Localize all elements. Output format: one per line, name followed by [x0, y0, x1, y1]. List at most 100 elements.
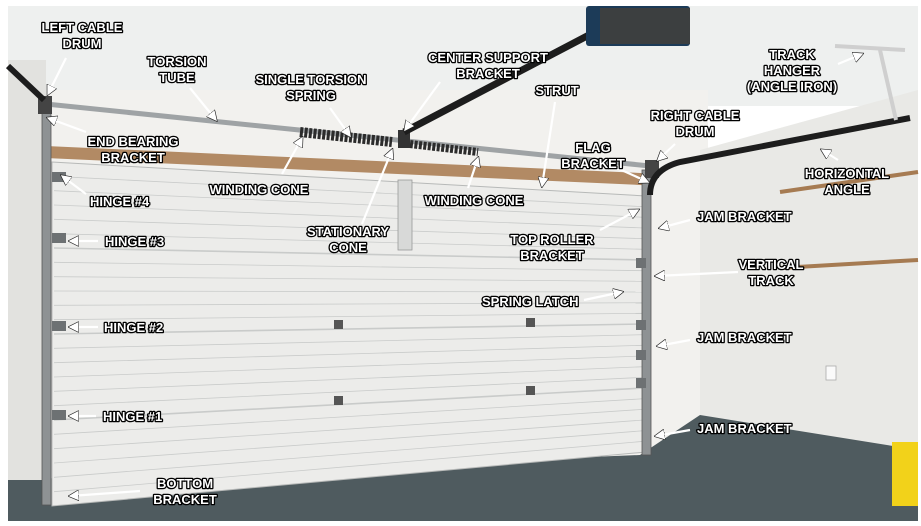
torsion-spring-right [409, 140, 479, 156]
door-panel-line [53, 440, 645, 493]
door-panel-line [53, 190, 645, 218]
arrow-flag-bracket [616, 166, 648, 182]
right-hinge-2 [636, 320, 646, 330]
door-panel-line [53, 204, 645, 229]
door-panel-line [53, 387, 645, 421]
door-panel-line [53, 247, 645, 261]
door-panel-line [53, 261, 645, 272]
door-panel-line [53, 334, 645, 349]
door-panel-line [53, 218, 645, 240]
right-vertical-track [641, 169, 652, 456]
hinges [52, 172, 646, 420]
center-stile [397, 179, 413, 251]
ceiling [8, 6, 918, 106]
label-jam-bracket-bottom: JAM BRACKET [697, 421, 792, 436]
arrow-torsion-tube [189, 87, 216, 120]
arrow-top-roller-bracket [599, 210, 638, 231]
left-vertical-track [41, 99, 52, 506]
door-panel-lines [53, 175, 645, 493]
right-side-wall [700, 90, 918, 460]
arrow-vertical-track [656, 272, 739, 276]
door-panel-line [53, 312, 645, 321]
right-hinge-3 [636, 350, 646, 360]
arrow-track-hanger [837, 54, 862, 66]
arrow-left-cable-drum [48, 57, 67, 94]
label-jam-bracket-top: JAM BRACKET [697, 209, 792, 224]
door-panel-line [53, 366, 645, 392]
door-panel-line [53, 290, 645, 293]
track-hanger-leg [878, 49, 898, 121]
door-panel-line [53, 419, 645, 464]
left-horizontal-rail [5, 63, 47, 103]
wall-outlet [825, 365, 837, 381]
door-panel-line [53, 276, 645, 282]
right-curved-track [647, 115, 911, 196]
label-jam-bracket-mid: JAM BRACKET [697, 330, 792, 345]
label-winding-cone-left: WINDING CONE [210, 182, 309, 197]
garage-door [51, 161, 647, 507]
track-hanger-shape [834, 44, 906, 52]
label-hinge-2: HINGE #2 [104, 320, 163, 335]
center-support-bracket-shape [398, 130, 410, 148]
door-panel-line [53, 398, 645, 435]
door-panel-line [53, 344, 645, 364]
label-hinge-1: HINGE #1 [103, 409, 162, 424]
arrow-stationary-cone [360, 150, 392, 225]
handle-lower-left [334, 396, 343, 405]
arrow-bottom-bracket [70, 491, 141, 496]
left-wall-strip [8, 60, 46, 480]
arrow-horizontal-angle [822, 150, 839, 161]
door-panel-line [53, 408, 645, 450]
door-panel-line [53, 355, 645, 378]
header-wood-board [45, 146, 646, 186]
shelf-upper [779, 170, 919, 194]
arrow-spring-latch [583, 292, 622, 302]
hinge-4-mark [52, 172, 66, 182]
arrow-jam-bracket-bottom [656, 428, 691, 436]
arrow-jam-bracket-top [660, 218, 691, 228]
arrow-jam-bracket-mid [658, 338, 691, 346]
arrow-single-torsion-spring [329, 107, 350, 136]
door-panel-line [53, 376, 645, 407]
hinge-2-mark [52, 321, 66, 331]
yellow-bucket-icon [892, 442, 918, 506]
door-panel-line [53, 175, 645, 208]
annotation-arrows [48, 54, 862, 496]
arrow-end-bearing-bracket [48, 118, 87, 134]
arrow-hinge-4 [62, 176, 87, 195]
arrow-right-cable-drum [658, 143, 676, 160]
label-hinge-4: HINGE #4 [90, 194, 150, 209]
hinge-3-mark [52, 233, 66, 243]
arrow-center-support-bracket [405, 81, 441, 130]
label-winding-cone-right: WINDING CONE [425, 193, 524, 208]
door-panel-line [53, 323, 645, 335]
label-hinge-3: HINGE #3 [105, 234, 164, 249]
door-panel-line [53, 430, 645, 478]
opener-rail [402, 20, 612, 136]
door-panel-line [53, 302, 645, 306]
arrow-strut [542, 101, 557, 186]
arrow-winding-cone-left [281, 138, 302, 175]
handle-lower-right [526, 386, 535, 395]
opener-cover [600, 8, 690, 44]
right-hinge-1 [636, 258, 646, 268]
label-strut: STRUT [535, 83, 578, 98]
hinge-1-mark [52, 410, 66, 420]
handle-upper-right [526, 318, 535, 327]
door-panel-line [53, 233, 645, 250]
